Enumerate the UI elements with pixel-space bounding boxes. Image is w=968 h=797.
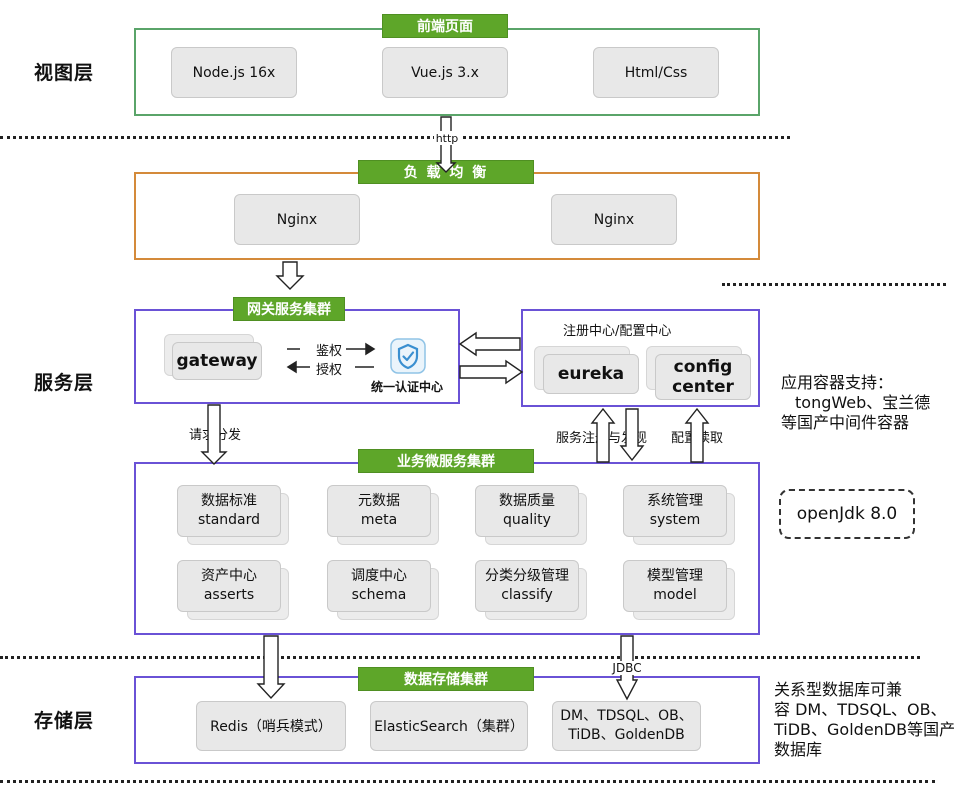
nodejs-box: Node.js 16x <box>171 47 297 98</box>
service-card: 资产中心 asserts <box>177 560 281 612</box>
config-center-box: config center <box>655 354 751 400</box>
http-label: http <box>436 132 459 145</box>
redis-box: Redis（哨兵模式） <box>196 701 346 751</box>
service-name-en: asserts <box>203 587 255 603</box>
db-note-line-2: 容 DM、TDSQL、OB、 <box>774 700 947 719</box>
auth-center-label: 统一认证中心 <box>371 380 444 394</box>
view-layer-label: 视图层 <box>34 62 95 84</box>
htmlcss-box: Html/Css <box>593 47 719 98</box>
config-line-1: config <box>673 357 733 377</box>
grant-label: 授权 <box>316 363 343 378</box>
gateway-to-registry-arrow <box>459 359 524 385</box>
service-name-cn: 元数据 <box>358 493 400 509</box>
lb-to-gateway-arrow <box>275 261 305 290</box>
db-note-line-1: 关系型数据库可兼 <box>774 680 903 699</box>
service-name-en: classify <box>501 587 553 603</box>
config-read-arrow <box>684 407 710 463</box>
jdbc-label: JDBC <box>611 661 641 675</box>
db-note-line-4: 数据库 <box>774 740 823 759</box>
auth-label: 鉴权 <box>316 344 343 359</box>
service-name-cn: 系统管理 <box>647 493 703 509</box>
gateway-cluster-title: 网关服务集群 <box>233 297 345 321</box>
config-line-2: center <box>672 377 734 397</box>
service-layer-label: 服务层 <box>34 372 95 394</box>
container-note-line-1: 应用容器支持： <box>781 373 894 392</box>
business-to-redis-arrow <box>256 635 286 700</box>
service-card: 系统管理 system <box>623 485 727 537</box>
service-name-cn: 数据标准 <box>200 493 257 509</box>
jdk-box: openJdk 8.0 <box>779 489 915 539</box>
service-card: 分类分级管理 classify <box>475 560 579 612</box>
relational-db-box: DM、TDSQL、OB、 TiDB、GoldenDB <box>552 701 701 751</box>
divider-view-service <box>0 136 790 139</box>
service-name-en: schema <box>351 587 407 603</box>
vuejs-box: Vue.js 3.x <box>382 47 508 98</box>
storage-cluster-title: 数据存储集群 <box>358 667 534 691</box>
business-cluster-title: 业务微服务集群 <box>358 449 534 473</box>
gateway-box: gateway <box>172 342 262 380</box>
service-card: 数据标准 standard <box>177 485 281 537</box>
divider-bottom <box>0 780 935 783</box>
service-name-cn: 资产中心 <box>201 568 257 584</box>
discover-down-arrow <box>619 408 645 462</box>
service-card: 模型管理 model <box>623 560 727 612</box>
db-line-2: TiDB、GoldenDB <box>568 727 685 743</box>
service-name-cn: 数据质量 <box>499 493 555 509</box>
registry-title: 注册中心/配置中心 <box>563 324 672 339</box>
service-card: 元数据 meta <box>327 485 431 537</box>
registry-to-gateway-arrow <box>458 331 521 357</box>
service-name-cn: 模型管理 <box>647 568 703 584</box>
service-card: 调度中心 schema <box>327 560 431 612</box>
db-note: 关系型数据库可兼 容 DM、TDSQL、OB、 TiDB、GoldenDB等国产… <box>774 680 955 760</box>
container-note: 应用容器支持： tongWeb、宝兰德 等国产中间件容器 <box>781 373 930 433</box>
service-name-cn: 调度中心 <box>351 568 407 584</box>
register-up-arrow <box>590 407 616 463</box>
container-note-line-2: tongWeb、宝兰德 <box>795 393 931 412</box>
service-name-en: standard <box>197 512 261 528</box>
divider-service-storage <box>0 656 920 659</box>
service-name-en: quality <box>503 512 551 528</box>
nginx-box-1: Nginx <box>234 194 360 245</box>
nginx-box-2: Nginx <box>551 194 677 245</box>
eureka-box: eureka <box>543 354 639 394</box>
storage-layer-label: 存储层 <box>34 710 95 732</box>
request-dispatch-arrow <box>200 404 228 465</box>
service-name-en: model <box>653 587 697 603</box>
service-name-en: meta <box>360 512 398 528</box>
frontend-title: 前端页面 <box>382 14 508 38</box>
service-card: 数据质量 quality <box>475 485 579 537</box>
divider-right-short <box>722 283 946 286</box>
container-note-line-3: 等国产中间件容器 <box>781 413 910 432</box>
elasticsearch-box: ElasticSearch（集群） <box>370 701 528 751</box>
db-note-line-3: TiDB、GoldenDB等国产 <box>774 720 956 739</box>
service-name-cn: 分类分级管理 <box>485 568 569 584</box>
service-name-en: system <box>649 512 701 528</box>
shield-icon <box>390 338 426 374</box>
db-line-1: DM、TDSQL、OB、 <box>560 708 693 724</box>
